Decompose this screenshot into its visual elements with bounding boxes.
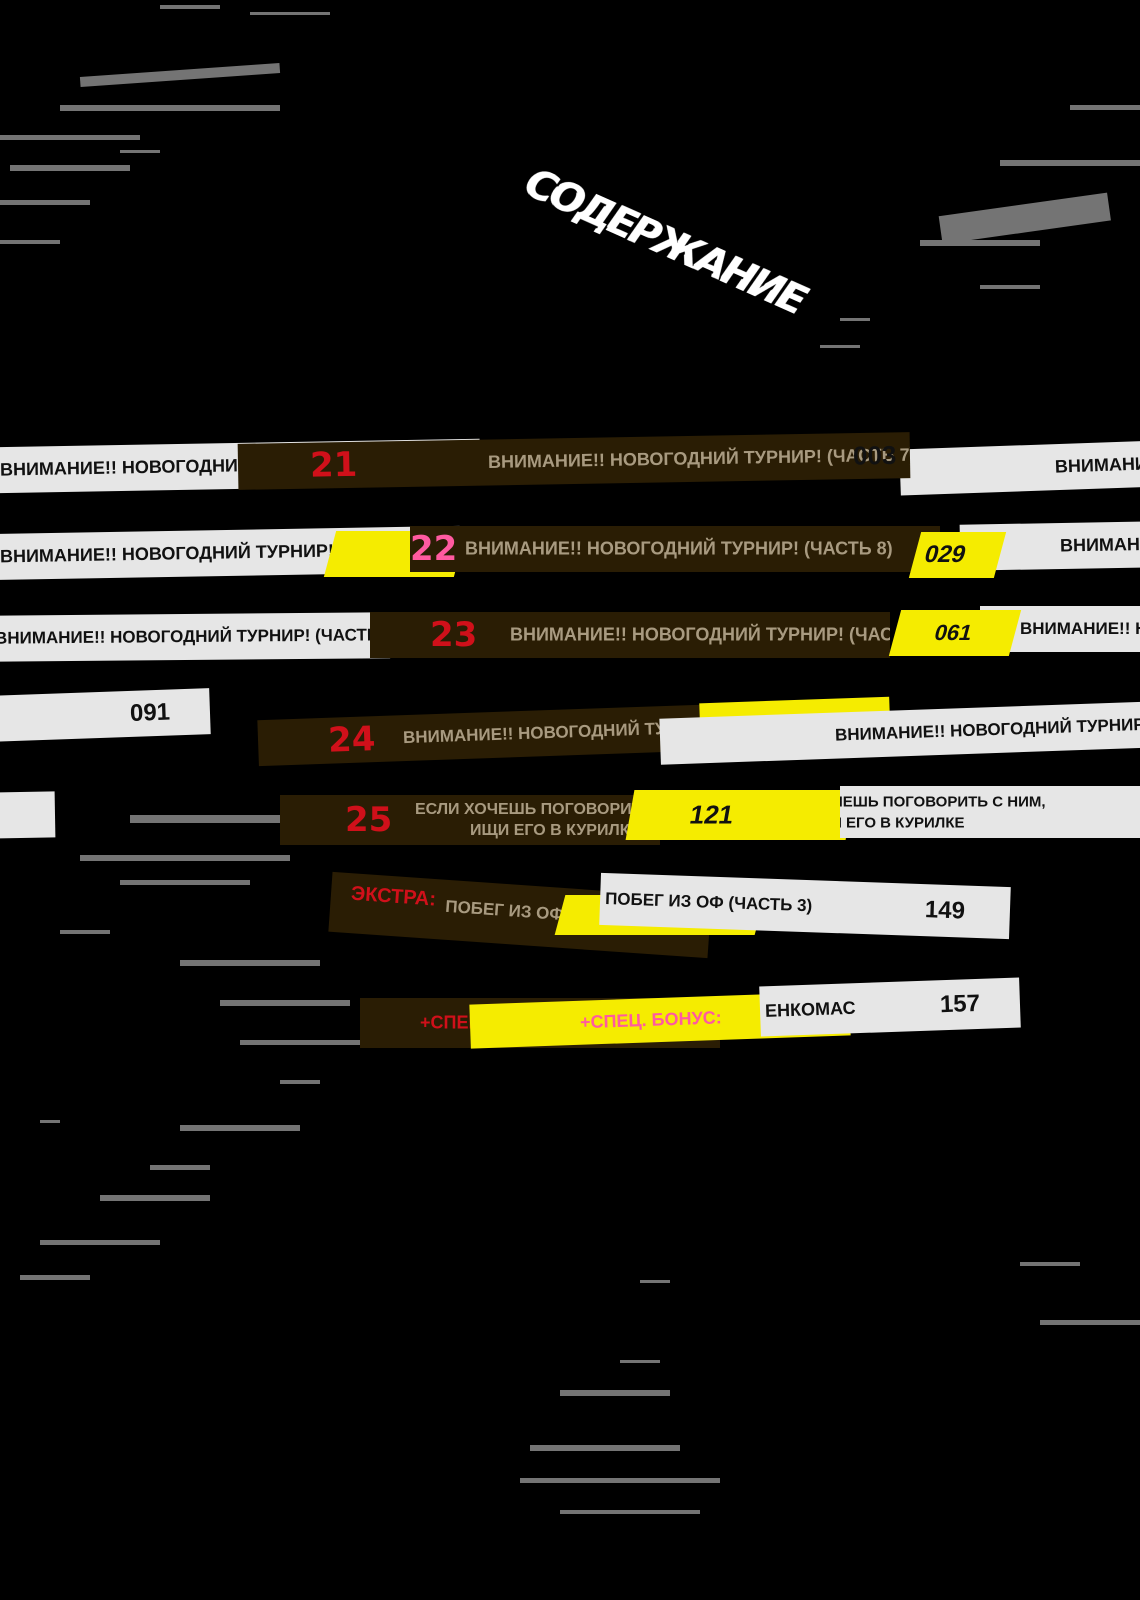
toc-entry-25[interactable]: 25 ЕСЛИ ХОЧЕШЬ ПОГОВОРИТЬ С НИМ, ИЩИ ЕГО… bbox=[280, 795, 660, 845]
chapter-title-22: ВНИМАНИЕ!! НОВОГОДНИЙ ТУРНИР! (ЧАСТЬ 8) bbox=[465, 538, 893, 559]
ghost-band-24-left: 091 bbox=[0, 688, 211, 742]
extra-label: ЭКСТРА: bbox=[350, 882, 437, 911]
page-tag-bonus[interactable]: ЕНКОМАС 157 bbox=[759, 977, 1021, 1037]
page-number-21: 003 bbox=[852, 439, 897, 471]
chapter-title-23: ВНИМАНИЕ!! НОВОГОДНИЙ ТУРНИР! (ЧАСТЬ 9) bbox=[510, 624, 890, 645]
ghost-band-23-left: ВНИМАНИЕ!! НОВОГОДНИЙ ТУРНИР! (ЧАСТЬ 9) bbox=[0, 612, 391, 662]
bonus-title: ЕНКОМАС bbox=[764, 997, 856, 1021]
page-number-bonus: 157 bbox=[939, 989, 981, 1019]
ghost-title-24-right: ВНИМАНИЕ!! НОВОГОДНИЙ ТУРНИР! (ФИНАЛ) bbox=[834, 712, 1140, 745]
ghost-title-22-right: ВНИМАНИЕ!! НОВОГОДНИЙ ТУРНИР! (ЧАСТЬ 8) bbox=[1059, 528, 1140, 556]
ghost-band-25-left bbox=[0, 791, 56, 839]
chapter-number-22: 22 bbox=[410, 529, 458, 569]
bonus-label-pink: +СПЕЦ. БОНУС: bbox=[579, 1007, 723, 1033]
toc-entry-22[interactable]: 22 ВНИМАНИЕ!! НОВОГОДНИЙ ТУРНИР! (ЧАСТЬ … bbox=[410, 526, 940, 572]
chapter-title-25-line1: ЕСЛИ ХОЧЕШЬ ПОГОВОРИТЬ С НИМ, bbox=[415, 801, 660, 818]
ghost-title-21-right: ВНИМАНИЕ!! НОВОГОДНИЙ ТУРНИР! (ЧАСТЬ 7) bbox=[1054, 442, 1140, 477]
page-tag-22[interactable]: 029 bbox=[908, 532, 1007, 578]
ghost-band-21-right: ВНИМАНИЕ!! НОВОГОДНИЙ ТУРНИР! (ЧАСТЬ 7) bbox=[899, 440, 1140, 496]
ghost-title-25-line2: ИЩИ ЕГО В КУРИЛКЕ bbox=[840, 814, 965, 832]
chapter-number-21: 21 bbox=[309, 444, 358, 486]
ghost-page-24: 091 bbox=[129, 698, 171, 727]
page-tag-23[interactable]: 061 bbox=[888, 610, 1022, 656]
chapter-number-23: 23 bbox=[430, 615, 478, 655]
ghost-title-23: ВНИМАНИЕ!! НОВОГОДНИЙ ТУРНИР! (ЧАСТЬ 9) bbox=[0, 625, 391, 648]
chapter-number-25: 25 bbox=[345, 800, 393, 840]
page-number-23: 061 bbox=[931, 620, 976, 645]
chapter-number-24: 24 bbox=[327, 719, 377, 761]
page-number-22: 029 bbox=[921, 541, 969, 568]
ghost-title-25-line1: ЕСЛИ ХОЧЕШЬ ПОГОВОРИТЬ С НИМ, bbox=[840, 793, 1046, 811]
ghost-band-25-right: ЕСЛИ ХОЧЕШЬ ПОГОВОРИТЬ С НИМ, ИЩИ ЕГО В … bbox=[840, 786, 1140, 838]
ghost-extra-title: ПОБЕГ ИЗ ОФ (ЧАСТЬ 3) bbox=[604, 889, 813, 916]
page-number-extra: 149 bbox=[924, 896, 966, 925]
chapter-title-21: ВНИМАНИЕ!! НОВОГОДНИЙ ТУРНИР! (ЧАСТЬ 7) bbox=[487, 444, 911, 472]
page-tag-25[interactable]: 121 bbox=[625, 790, 855, 840]
page-number-25: 121 bbox=[687, 799, 737, 830]
ghost-title-23-right: ВНИМАНИЕ!! НОВОГОДНИЙ ТУРНИР! (ЧАСТЬ 9) bbox=[1020, 619, 1140, 638]
toc-entry-23[interactable]: 23 ВНИМАНИЕ!! НОВОГОДНИЙ ТУРНИР! (ЧАСТЬ … bbox=[370, 612, 890, 658]
chapter-title-25-line2: ИЩИ ЕГО В КУРИЛКЕ bbox=[470, 822, 641, 839]
